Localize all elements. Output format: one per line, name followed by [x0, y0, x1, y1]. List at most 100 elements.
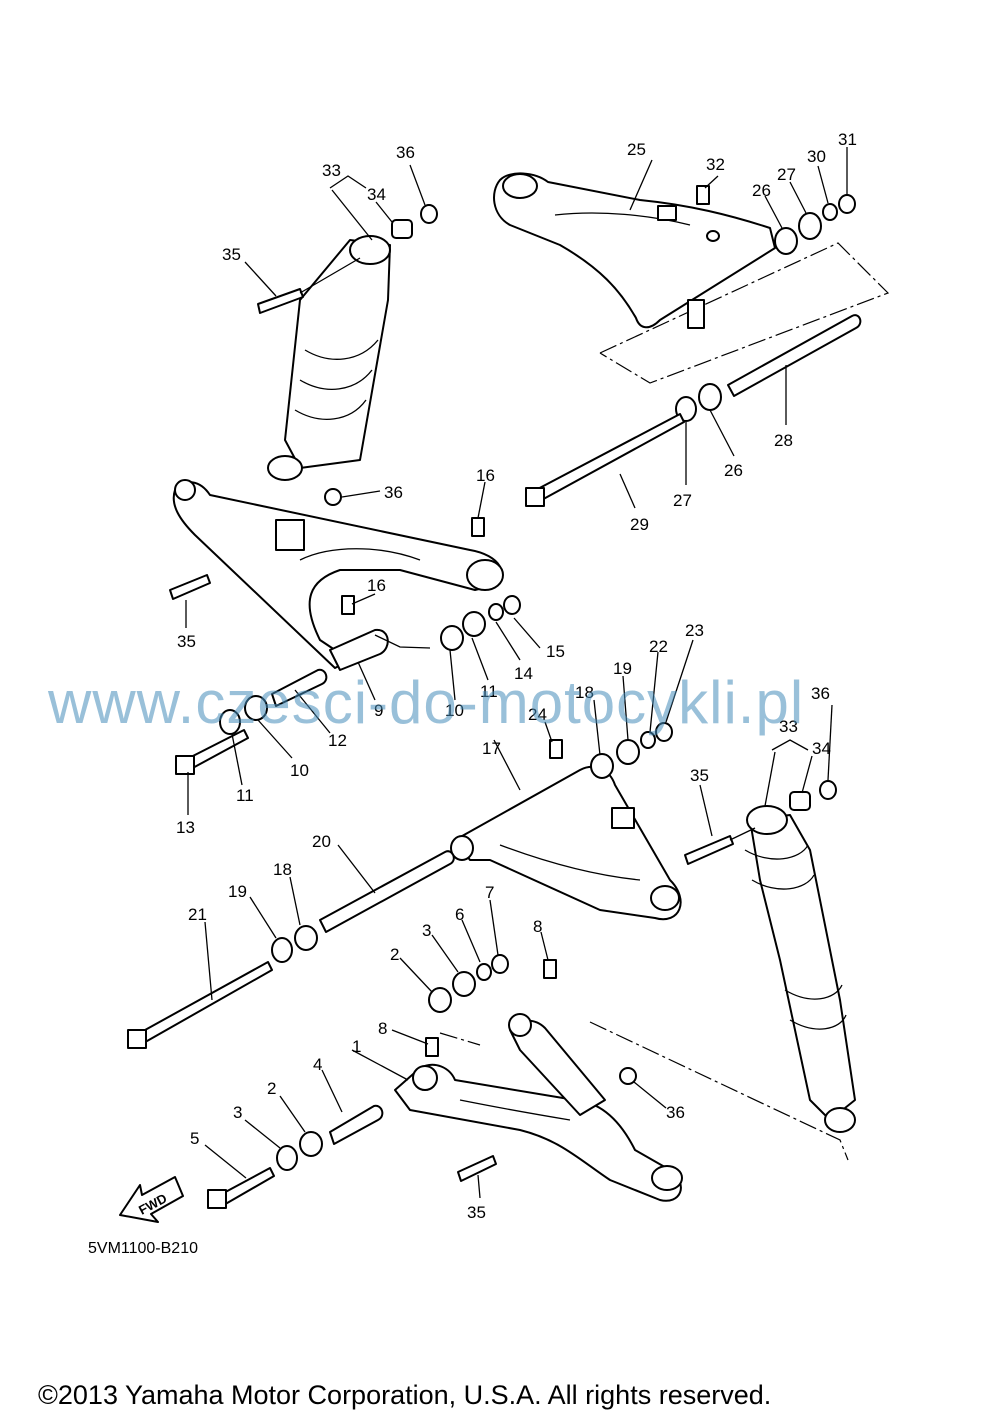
callout-11-left: 11	[236, 786, 254, 805]
shock-bottom-eye	[267, 455, 303, 481]
bolt-29-head	[525, 487, 545, 507]
callout-12: 12	[328, 731, 347, 750]
bushing-2-right	[428, 987, 452, 1013]
lower-arm-right-pivot	[450, 835, 474, 861]
thrust-cover-19-right	[616, 739, 640, 765]
upper-arm-bracket	[657, 205, 677, 221]
upper-arm-left	[172, 481, 503, 669]
callout-2-left: 2	[267, 1079, 276, 1098]
dashed-leader-upper-arm	[599, 242, 890, 384]
upper-arm-left-bracket	[275, 519, 305, 551]
dashed-leader-bushing	[439, 1032, 481, 1046]
bolt-35-mid	[169, 574, 211, 600]
collar-4	[329, 1104, 384, 1145]
bolt-35-bottom	[457, 1155, 497, 1182]
shock-right-coil-1	[744, 844, 809, 860]
lower-arm-left-pivot	[412, 1065, 438, 1091]
lower-arm-left-rear-pivot	[508, 1013, 532, 1037]
callout-35-mid: 35	[177, 632, 196, 651]
callout-35-top: 35	[222, 245, 241, 264]
grease-nipple-8-right	[543, 959, 557, 979]
lower-arm-right-group	[127, 722, 682, 1049]
bolt-35-right-axis	[729, 827, 756, 841]
nut-31	[838, 194, 856, 214]
bolt-21-head	[127, 1029, 147, 1049]
callout-6: 6	[455, 905, 464, 924]
callout-24: 24	[528, 705, 547, 724]
upper-arm-left-group	[169, 479, 521, 775]
collar-20	[319, 850, 455, 933]
callout-19-left: 19	[228, 882, 247, 901]
grease-nipple-24	[549, 739, 563, 759]
callout-labels: 1 2 2 3 3 4 5 6 7 8 8 9 10 10 11 11 12 1…	[176, 130, 857, 1222]
callout-26-top: 26	[752, 181, 771, 200]
bolt-29-shaft	[531, 413, 685, 503]
shock-spring-coil-3	[294, 399, 367, 420]
callout-11-right: 11	[480, 682, 498, 701]
callout-25: 25	[627, 140, 646, 159]
nut-7	[491, 954, 509, 974]
callout-30: 30	[807, 147, 826, 166]
shock-right-coil-2	[751, 874, 815, 890]
collar-34-top	[391, 219, 413, 239]
callout-36-top: 36	[396, 143, 415, 162]
callout-3-left: 3	[233, 1103, 242, 1122]
lower-arm-left-group	[207, 954, 849, 1209]
callout-28: 28	[774, 431, 793, 450]
callout-3-right: 3	[422, 921, 431, 940]
nut-36-bottom	[619, 1067, 637, 1085]
callout-5: 5	[190, 1129, 199, 1148]
upper-arm-right	[493, 172, 776, 329]
callout-19-right: 19	[613, 659, 632, 678]
thrust-cover-3-left	[276, 1145, 298, 1171]
upper-arm-right-group	[493, 172, 890, 507]
callout-34-right: 34	[812, 739, 831, 758]
shock-right-bottom-eye	[824, 1107, 856, 1133]
grease-nipple-16-mid	[341, 595, 355, 615]
bushing-2-left	[299, 1131, 323, 1157]
shock-right-top-eye	[746, 805, 788, 835]
thrust-cover-11-left	[219, 709, 241, 735]
callout-15: 15	[546, 642, 565, 661]
thrust-cover-11-right	[462, 611, 486, 637]
callout-20: 20	[312, 832, 331, 851]
shock-spring-coil-2	[299, 369, 373, 390]
shock-absorber-right-group	[684, 780, 856, 1133]
shock-absorber-right-body	[749, 814, 856, 1121]
callout-23: 23	[685, 621, 704, 640]
bushing-26-top	[774, 227, 798, 255]
upper-arm-tab	[687, 299, 705, 329]
callout-9: 9	[374, 701, 383, 720]
nut-36-right	[819, 780, 837, 800]
upper-arm-left-pivot	[466, 559, 504, 591]
callout-18-left: 18	[273, 860, 292, 879]
lower-arm-right-web	[499, 844, 641, 881]
grease-nipple-16-top	[471, 517, 485, 537]
fwd-arrow-icon: FWD	[119, 1176, 184, 1223]
shock-right-coil-3	[784, 984, 843, 1000]
upper-arm-left-ball-joint	[174, 479, 196, 501]
callout-7: 7	[485, 883, 494, 902]
nut-15	[503, 595, 521, 615]
callout-8-left: 8	[378, 1019, 387, 1038]
dashed-leader-lower	[589, 1021, 849, 1161]
callout-26-bottom: 26	[724, 461, 743, 480]
diagram-code: 5VM1100-B210	[88, 1240, 198, 1257]
bushing-10-right	[440, 625, 464, 651]
nut-23	[655, 722, 673, 742]
callout-18-right: 18	[575, 683, 594, 702]
callout-10-left: 10	[290, 761, 309, 780]
bolt-13-head	[175, 755, 195, 775]
callout-33-right: 33	[779, 717, 798, 736]
washer-6	[476, 963, 492, 981]
bushing-26-bottom	[698, 383, 722, 411]
washer-14	[488, 603, 504, 621]
callout-31: 31	[838, 130, 857, 149]
callout-36-right: 36	[811, 684, 830, 703]
bolt-35-top-axis	[299, 257, 361, 294]
lower-arm-right-bracket	[611, 807, 635, 829]
bushing-18-right	[590, 753, 614, 779]
collar-34-right	[789, 791, 811, 811]
grease-nipple-hole	[706, 230, 720, 242]
